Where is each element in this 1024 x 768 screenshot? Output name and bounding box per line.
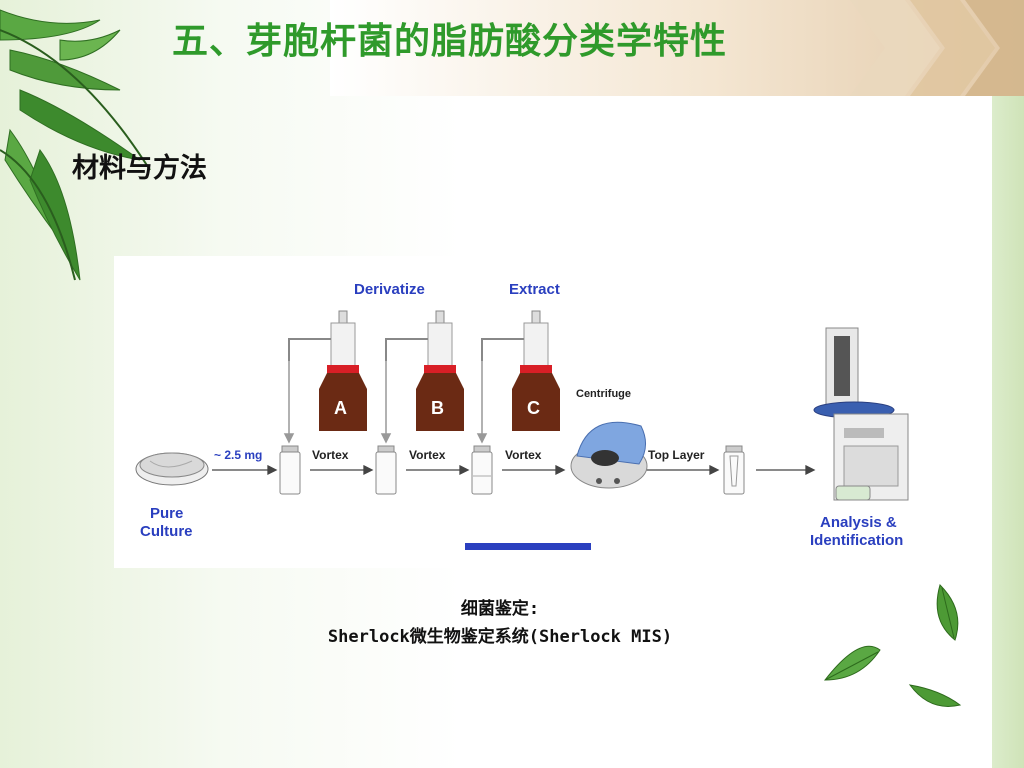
chevron-decoration [850,0,1024,96]
centrifuge-label: Centrifuge [576,388,631,400]
arrow-icon [212,464,816,476]
bottle-label-c: C [527,398,540,418]
petri-dish-icon [135,452,209,486]
workflow-diagram: Derivatize Extract A B C [114,256,992,568]
culture-label: Culture [140,523,193,540]
dispenser-bottle-icon: B [385,310,464,431]
caption-line-2: Sherlock微生物鉴定系统(Sherlock MIS) [327,627,673,647]
arrow-icon [283,361,488,444]
fern-leaf-icon [0,9,151,281]
green-leaf-icon [823,584,962,707]
highlight-bar [465,543,591,550]
vial-icon [471,445,493,495]
top-layer-label: Top Layer [648,448,705,462]
derivatize-label: Derivatize [354,281,425,298]
amount-label: ~ 2.5 mg [214,448,262,462]
gc-instrument-icon [813,327,909,501]
dispenser-bottle-icon: C [481,310,560,431]
workflow-svg: Derivatize Extract A B C [135,281,909,550]
centrifuge-icon [570,421,648,489]
caption-line-1: 细菌鉴定: [460,599,540,619]
bottle-label-b: B [431,398,444,418]
analysis-label: Analysis & [820,514,897,531]
vial-icon [375,445,397,495]
page-title: 五、芽胞杆菌的脂肪酸分类学特性 [172,21,728,62]
vial-icon [723,445,745,495]
identification-label: Identification [810,532,903,549]
bottle-label-a: A [334,398,347,418]
section-subtitle: 材料与方法 [72,153,207,184]
vial-icon [279,445,301,495]
dispenser-bottle-icon: A [288,310,367,431]
vortex-label-3: Vortex [505,448,542,462]
vortex-label-1: Vortex [312,448,349,462]
right-band [992,96,1024,768]
extract-label: Extract [509,281,560,298]
pure-label: Pure [150,505,183,522]
vortex-label-2: Vortex [409,448,446,462]
